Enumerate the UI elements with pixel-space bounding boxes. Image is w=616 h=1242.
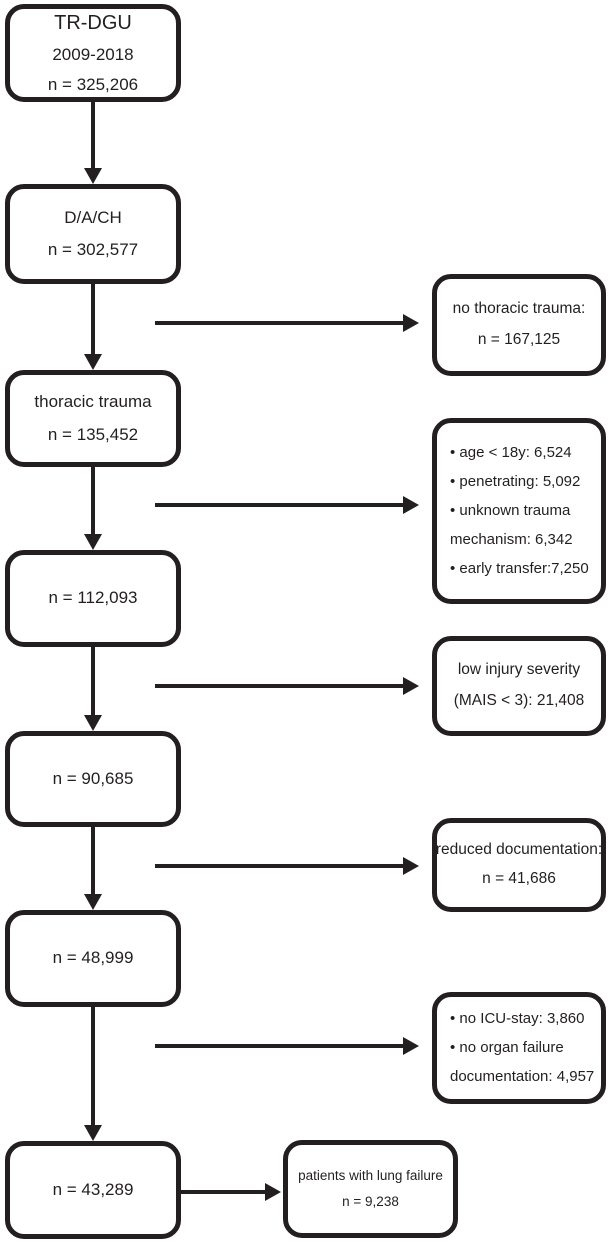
box-line: • penetrating: 5,092 <box>450 473 581 490</box>
box-line: n = 302,577 <box>47 240 139 259</box>
arrow-down-6 <box>84 1007 102 1141</box>
box-line: • unknown trauma <box>450 502 571 519</box>
box-line: 2009-2018 <box>52 44 134 64</box>
box-line: n = 41,686 <box>482 870 556 887</box>
flow-box-n-90685: n = 90,685 <box>5 731 181 827</box>
box-line: • no ICU-stay: 3,860 <box>450 1010 585 1027</box>
arrow-down-5 <box>84 827 102 910</box>
flow-box-tr-dgu: TR-DGU 2009-2018 n = 325,206 <box>5 4 181 102</box>
box-line: n = 9,238 <box>342 1193 399 1209</box>
box-line: n = 167,125 <box>477 331 561 348</box>
box-line: patients with lung failure <box>298 1168 443 1184</box>
box-line: (MAIS < 3): 21,408 <box>453 692 585 709</box>
arrow-right-low-injury-severity <box>155 677 419 695</box>
arrow-down-4 <box>84 647 102 731</box>
arrow-down-1 <box>84 102 102 184</box>
exclusion-box-criteria: • age < 18y: 6,524 • penetrating: 5,092 … <box>432 418 606 604</box>
arrow-right-no-icu-documentation <box>155 1037 419 1055</box>
box-line: reduced documentation: <box>435 841 603 859</box>
exclusion-box-no-thoracic-trauma: no thoracic trauma: n = 167,125 <box>432 274 606 376</box>
flow-box-n-43289: n = 43,289 <box>5 1141 181 1239</box>
arrow-down-3 <box>84 467 102 550</box>
box-line: no thoracic trauma: <box>452 300 586 318</box>
arrow-right-no-thoracic-trauma <box>155 314 419 332</box>
outcome-box-lung-failure: patients with lung failure n = 9,238 <box>283 1140 458 1238</box>
box-line: n = 48,999 <box>52 948 134 968</box>
box-line: n = 43,289 <box>52 1179 134 1199</box>
flow-box-n-48999: n = 48,999 <box>5 910 181 1007</box>
box-line: documentation: 4,957 <box>450 1068 595 1085</box>
box-line: n = 135,452 <box>47 424 139 444</box>
flow-box-thoracic-trauma: thoracic trauma n = 135,452 <box>5 370 181 467</box>
box-line: n = 112,093 <box>48 588 138 608</box>
box-line: low injury severity <box>457 661 581 679</box>
flow-box-dach: D/A/CH n = 302,577 <box>5 184 181 284</box>
box-line: n = 90,685 <box>52 768 134 788</box>
box-line: • no organ failure <box>450 1039 564 1056</box>
box-line: n = 325,206 <box>47 75 139 94</box>
box-line: thoracic trauma <box>34 392 152 412</box>
arrow-right-reduced-documentation <box>155 857 419 875</box>
box-line: TR-DGU <box>54 11 132 34</box>
box-line: mechanism: 6,342 <box>450 531 573 548</box>
exclusion-box-no-icu-documentation: • no ICU-stay: 3,860 • no organ failure … <box>432 992 606 1104</box>
arrow-right-exclusion-criteria <box>155 496 419 514</box>
box-line: D/A/CH <box>64 207 122 227</box>
exclusion-box-low-injury-severity: low injury severity (MAIS < 3): 21,408 <box>432 636 606 736</box>
exclusion-box-reduced-documentation: reduced documentation: n = 41,686 <box>432 818 606 912</box>
flow-box-n-112093: n = 112,093 <box>5 550 181 647</box>
arrow-down-2 <box>84 284 102 370</box>
box-line: • early transfer:7,250 <box>450 560 589 577</box>
arrow-right-lung-failure <box>181 1183 281 1201</box>
box-line: • age < 18y: 6,524 <box>450 444 572 461</box>
